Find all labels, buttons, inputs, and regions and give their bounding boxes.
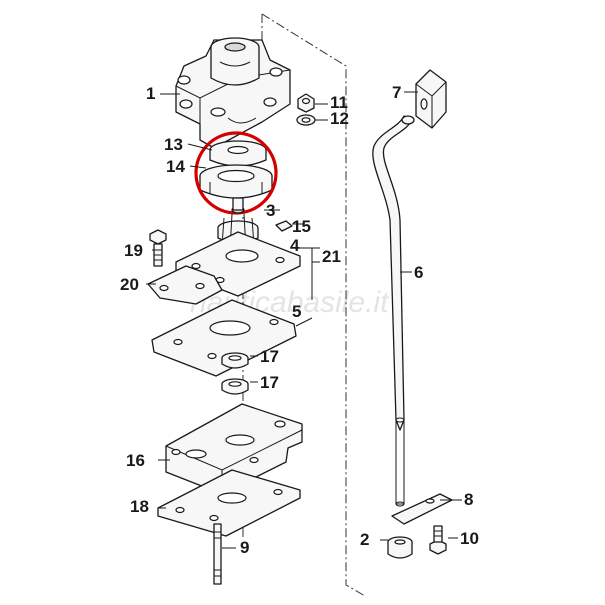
callout-3: 3: [266, 201, 275, 220]
bolt-part-19: [149, 229, 167, 267]
bracket-part: [391, 493, 453, 525]
oil-seal-lower: [221, 378, 249, 395]
callout-19: 19: [124, 241, 143, 260]
pump-case-part: [165, 403, 303, 495]
callout-16: 16: [126, 451, 145, 470]
callout-8: 8: [464, 490, 473, 509]
callout-15: 15: [292, 217, 311, 236]
callout-7: 7: [392, 83, 401, 102]
water-tube-part: [372, 115, 415, 507]
callout-6: 6: [414, 263, 423, 282]
washer-part: [296, 114, 316, 126]
callout-5: 5: [292, 302, 301, 321]
callout-12: 12: [330, 109, 349, 128]
callout-21: 21: [322, 247, 341, 266]
collar-part: [387, 536, 413, 559]
callout-10: 10: [460, 529, 479, 548]
callout-17-upper: 17: [260, 347, 279, 366]
nut-part: [297, 93, 315, 113]
callout-11: 11: [330, 93, 348, 112]
pump-housing: [175, 37, 291, 149]
callout-labels: 1 2 3 4 5 6 7 8 9 10 11 12 13 14 15 16 1…: [120, 83, 479, 557]
bolt-part-10: [429, 525, 447, 555]
oil-seal-upper: [221, 352, 249, 369]
callout-13: 13: [164, 135, 183, 154]
callout-9: 9: [240, 538, 249, 557]
callout-4: 4: [290, 236, 300, 255]
stud-part: [213, 523, 222, 585]
base-gasket-part: [157, 469, 301, 537]
callout-2: 2: [360, 530, 369, 549]
callout-20: 20: [120, 275, 139, 294]
impeller-cup-assembly: [199, 140, 273, 199]
grommet-part: [415, 69, 447, 129]
upper-gasket-part: [147, 265, 223, 305]
lower-gasket-part: [151, 299, 297, 377]
callout-1: 1: [146, 84, 155, 103]
callout-14: 14: [166, 157, 185, 176]
leader-lines: [146, 91, 462, 549]
callout-18: 18: [130, 497, 149, 516]
callout-17-lower: 17: [260, 373, 279, 392]
key-part: [275, 220, 293, 232]
